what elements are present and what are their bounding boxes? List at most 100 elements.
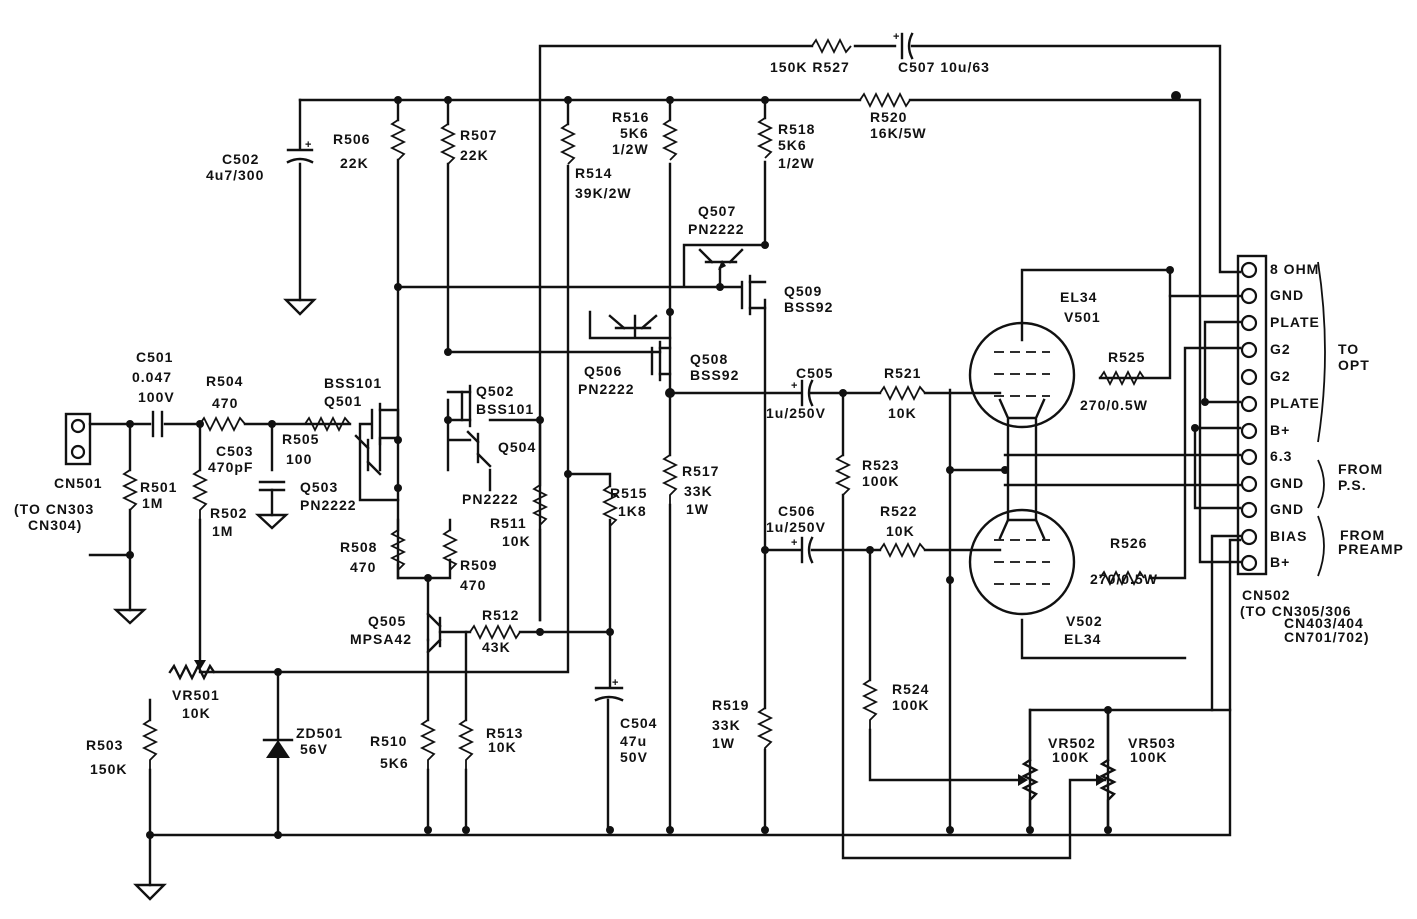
cn502-pin-11: BIAS (1270, 528, 1307, 544)
r505-label: R505 (282, 431, 319, 447)
r505-resistor (304, 415, 351, 433)
c501-voltage: 100V (138, 389, 175, 405)
r520-value: 16K/5W (870, 125, 927, 141)
to-opt-label-2: OPT (1338, 357, 1370, 373)
capacitors: + + + + + (151, 31, 914, 702)
r521-label: R521 (884, 365, 921, 381)
from-preamp-label-1: FROM (1340, 527, 1385, 543)
r509-label: R509 (460, 557, 497, 573)
r510-value: 5K6 (380, 755, 409, 771)
r516-value: 5K6 (620, 125, 649, 141)
c506-label: C506 (778, 503, 815, 519)
r522-value: 10K (886, 523, 915, 539)
r517-label: R517 (682, 463, 719, 479)
r516-power: 1/2W (612, 141, 649, 157)
cn502-pin-10: GND (1270, 501, 1304, 517)
cn502-note-2: CN403/404 (1284, 615, 1364, 631)
ground-icon (283, 298, 317, 316)
r504-resistor (199, 415, 246, 433)
q506-value: PN2222 (578, 381, 635, 397)
r526-value: 270/0.5W (1090, 571, 1158, 587)
q503-label: Q503 (300, 479, 338, 495)
zd501-label: ZD501 (296, 725, 343, 741)
r523-resistor (834, 454, 852, 496)
zd501-zener (262, 738, 294, 758)
r510-label: R510 (370, 733, 407, 749)
r525-label: R525 (1108, 349, 1145, 365)
c502-label: C502 (222, 151, 259, 167)
c504-label: C504 (620, 715, 657, 731)
r504-value: 470 (212, 395, 238, 411)
c504-value: 47u (620, 733, 647, 749)
v502-label: V502 (1066, 613, 1103, 629)
q509-value: BSS92 (784, 299, 833, 315)
r522-label: R522 (880, 503, 917, 519)
q509-mosfet (740, 274, 767, 316)
component-labels: 150K R527 C507 10u/63 R520 16K/5W C502 4… (14, 59, 1403, 777)
svg-text:+: + (305, 139, 312, 151)
c501-value: 0.047 (132, 369, 172, 385)
resistors (121, 37, 1145, 770)
cn502-connector (1236, 254, 1326, 577)
heater-wires (1006, 418, 1038, 522)
r503-value: 150K (90, 761, 127, 777)
c507-label: C507 10u/63 (898, 59, 990, 75)
cn502-pin-9: GND (1270, 475, 1304, 491)
from-ps-label-2: P.S. (1338, 477, 1367, 493)
q504-label: Q504 (498, 439, 536, 455)
r515-resistor (601, 485, 619, 527)
c506-capacitor: + (791, 536, 814, 564)
svg-text:+: + (612, 677, 619, 689)
r502-resistor (191, 469, 209, 520)
q508-label: Q508 (690, 351, 728, 367)
vr501-pot (168, 660, 216, 681)
r524-resistor (861, 679, 879, 730)
q501-type: BSS101 (324, 375, 382, 391)
r503-resistor (141, 719, 159, 770)
q508-mosfet (650, 340, 672, 382)
q504-value: PN2222 (462, 491, 519, 507)
q505-bjt (426, 612, 442, 654)
q502-mosfet (446, 384, 472, 428)
c505-value: 1u/250V (766, 405, 826, 421)
r520-resistor (859, 91, 911, 109)
vr503-label: VR503 (1128, 735, 1176, 751)
r502-label: R502 (210, 505, 247, 521)
q505-label: Q505 (368, 613, 406, 629)
c504-voltage: 50V (620, 749, 648, 765)
r518-value: 5K6 (778, 137, 807, 153)
cn501-note-2: CN304) (28, 517, 82, 533)
r518-label: R518 (778, 121, 815, 137)
r519-value: 33K (712, 717, 741, 733)
r524-label: R524 (892, 681, 929, 697)
ground-icon (254, 513, 290, 530)
transistors (262, 248, 767, 758)
cn502-pin-3: PLATE (1270, 314, 1320, 330)
r513-label: R513 (486, 725, 523, 741)
q502-value: BSS101 (476, 401, 534, 417)
r506-value: 22K (340, 155, 369, 171)
ground-symbols (112, 298, 317, 901)
r508-label: R508 (340, 539, 377, 555)
el34a-label: EL34 (1060, 289, 1097, 305)
r520-label: R520 (870, 109, 907, 125)
r516-resistor (661, 119, 679, 161)
r514-resistor (559, 123, 577, 165)
r508-value: 470 (350, 559, 376, 575)
vr503-value: 100K (1130, 749, 1167, 765)
junctions (126, 91, 1209, 839)
cn502-pin-2: GND (1270, 287, 1304, 303)
r511-resistor (531, 484, 549, 530)
cn502-pin-6: PLATE (1270, 395, 1320, 411)
r504-label: R504 (206, 373, 243, 389)
q506-label: Q506 (584, 363, 622, 379)
r517-resistor (661, 454, 679, 505)
r523-label: R523 (862, 457, 899, 473)
cn501-note-1: (TO CN303 (14, 501, 94, 517)
vr502-label: VR502 (1048, 735, 1096, 751)
to-opt-label-1: TO (1338, 341, 1359, 357)
v502-tube (968, 508, 1076, 616)
q504-bjt (466, 430, 492, 468)
cn502-note-1: (TO CN305/306 (1240, 603, 1352, 619)
